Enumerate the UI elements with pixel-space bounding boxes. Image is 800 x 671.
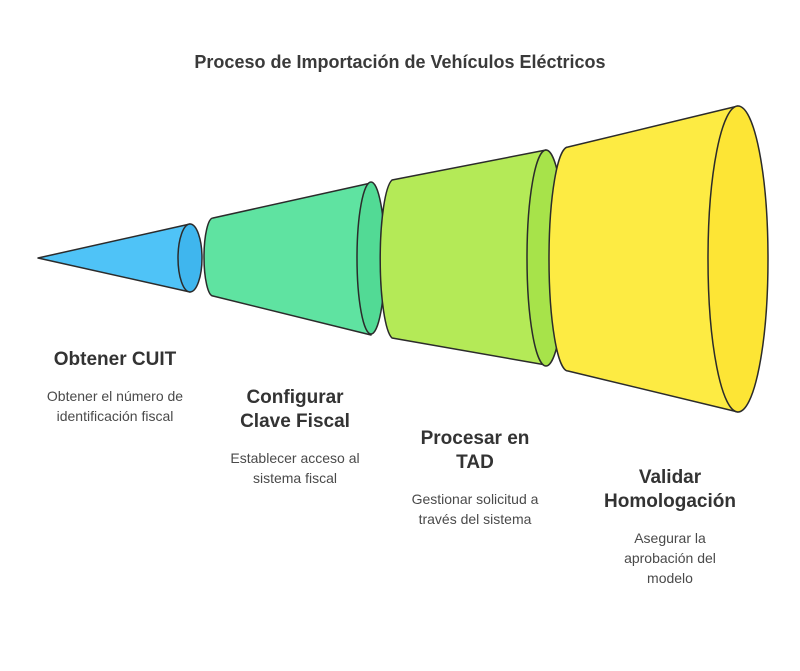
segment-3-body: [379, 149, 547, 366]
page-title: Proceso de Importación de Vehículos Eléc…: [194, 52, 606, 72]
step-description: Gestionar solicitud a través del sistema: [411, 491, 539, 527]
step-description: Obtener el número de identificación fisc…: [46, 388, 184, 424]
step-title: Obtener CUIT: [53, 349, 177, 370]
step-validar-homologacion: Validar Homologación Asegurar la aprobac…: [575, 466, 765, 588]
step-title: Configurar Clave Fiscal: [240, 387, 350, 432]
step-description: Asegurar la aprobación del modelo: [624, 530, 716, 586]
segment-4-body: [548, 105, 739, 413]
segment-2-body: [203, 182, 372, 336]
funnel-segment-3: [379, 149, 566, 367]
step-title: Procesar en TAD: [420, 428, 530, 473]
segment-4-cap: [707, 105, 769, 413]
funnel-segment-4: [548, 105, 769, 413]
step-description: Establecer acceso al sistema fiscal: [230, 450, 360, 486]
step-procesar-en-tad: Procesar en TAD Gestionar solicitud a tr…: [395, 427, 555, 529]
funnel-segment-1: [37, 223, 203, 293]
step-obtener-cuit: Obtener CUIT Obtener el número de identi…: [40, 348, 190, 426]
funnel-segment-2: [203, 181, 386, 336]
step-configurar-clave-fiscal: Configurar Clave Fiscal Establecer acces…: [215, 386, 375, 488]
segment-1-body: [37, 223, 191, 293]
step-title: Validar Homologación: [604, 467, 736, 512]
segment-1-cap: [177, 223, 203, 293]
